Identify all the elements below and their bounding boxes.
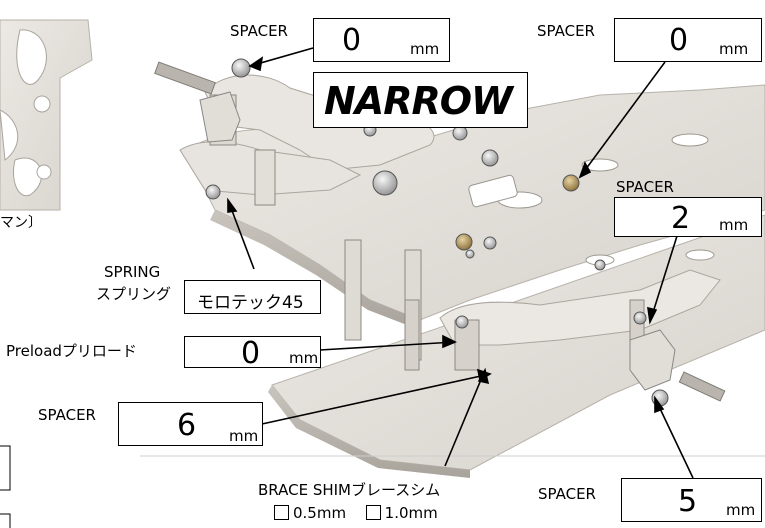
left-box-fragment-2 [0,513,11,528]
shim-checkbox-1-0[interactable] [365,505,381,520]
spacer-value-right-upper: 2 [671,201,691,236]
preload-label: Preloadプリロード [6,342,137,360]
preload-value: 0 [241,336,261,371]
left-plate-fragment [0,19,93,211]
spacer-value-right-lower: 5 [678,484,698,519]
spring-value-box: モロテック45 [184,280,321,314]
leader-lines [227,47,694,479]
left-fragment-text: マン〕 [0,215,42,231]
shim-option-0-5-label: 0.5mm [293,504,347,522]
spacer-label-top-right: SPACER [537,22,595,40]
spacer-value-top-center: 0 [342,23,362,58]
spacer-label-right-lower: SPACER [538,485,596,503]
spacer-unit-right-lower: mm [726,501,756,519]
spring-label-jp: スプリング [96,285,172,303]
spring-label: SPRING [104,263,161,281]
spacer-label-left-lower: SPACER [38,406,96,424]
spacer-value-box-right-upper: 2 mm [614,197,762,237]
narrow-logo-box: NARROW [313,72,528,128]
spacer-value-box-right-lower: 5 mm [621,478,762,522]
shim-checkbox-0-5[interactable] [274,505,289,520]
spacer-value-top-right: 0 [669,23,689,58]
spacer-unit-top-center: mm [410,40,440,58]
brace-shim-options: 0.5mm 1.0mm [274,505,438,521]
spacer-label-top-center: SPACER [230,22,288,40]
preload-unit: mm [289,349,319,367]
spacer-unit-top-right: mm [719,40,749,58]
left-box-fragment-1 [0,445,11,491]
spacer-unit-right-upper: mm [719,216,749,234]
spacer-label-right-upper: SPACER [616,178,674,196]
narrow-logo: NARROW [324,79,513,123]
spacer-value-box-top-center: 0 mm [313,18,450,62]
brace-shim-label: BRACE SHIMブレースシム [258,481,441,499]
spacer-unit-left-lower: mm [229,427,259,445]
spacer-value-box-left-lower: 6 mm [118,402,263,446]
preload-value-box: 0 mm [184,336,321,371]
spring-value: モロテック45 [197,293,304,313]
spacer-value-box-top-right: 0 mm [614,18,762,62]
shim-option-1-0-label: 1.0mm [384,504,438,522]
spacer-value-left-lower: 6 [177,408,197,443]
